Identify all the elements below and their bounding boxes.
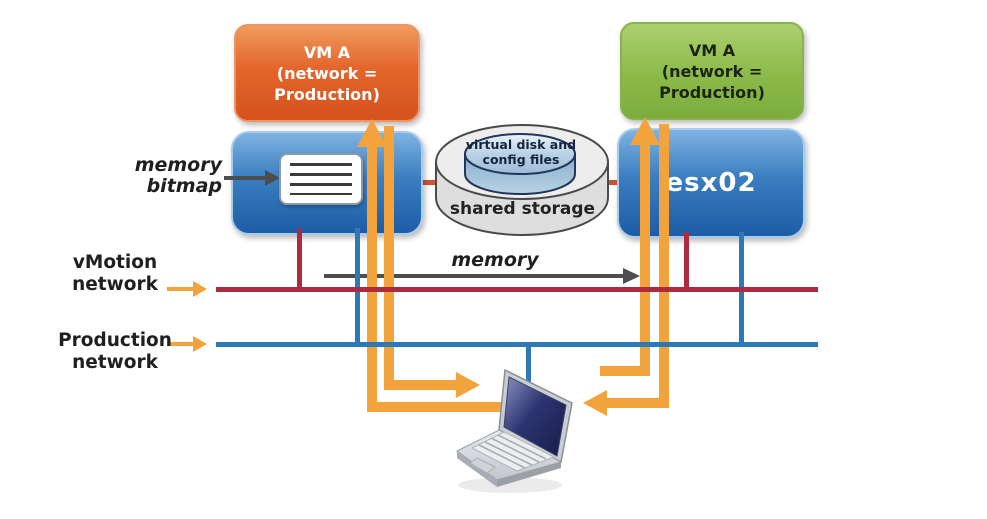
laptop-icon	[456, 368, 573, 493]
shared-storage-cylinder	[435, 124, 609, 236]
downlink-dest-vertical	[659, 124, 669, 408]
memory-bitmap-arrow-line	[224, 176, 267, 180]
production-drop-source	[355, 228, 360, 344]
vm-source-box: VM A (network = Production)	[234, 24, 420, 122]
memory-transfer-arrow-line	[324, 274, 623, 278]
production-network-label: Production network	[58, 330, 172, 373]
production-label-arrow-line	[167, 342, 194, 346]
storage-link-left	[415, 180, 441, 185]
memory-bitmap-lines	[290, 163, 352, 195]
downlink-dest-arrowhead-icon	[583, 390, 607, 416]
downlink-source-horizontal	[384, 380, 457, 390]
vm-destination-box: VM A (network = Production)	[620, 22, 804, 120]
memory-bitmap-arrowhead-icon	[265, 170, 280, 186]
shared-storage-label: shared storage	[449, 199, 596, 219]
vmotion-network-label: vMotion network	[72, 252, 158, 295]
virtual-disk-label: virtual disk and config files	[465, 137, 577, 167]
vmotion-label-arrow-line	[167, 287, 194, 291]
vmotion-drop-dest	[684, 232, 689, 290]
vmotion-drop-source	[297, 228, 302, 290]
uplink-dest-vertical	[640, 144, 650, 376]
esx-destination-label: esx02	[665, 168, 757, 198]
memory-bitmap-label: memory bitmap	[134, 154, 222, 197]
production-network-line	[216, 342, 818, 347]
production-label-arrowhead-icon	[193, 336, 207, 352]
memory-transfer-arrowhead-icon	[623, 268, 640, 284]
storage-link-right	[604, 180, 620, 185]
memory-bitmap-icon	[279, 153, 363, 205]
laptop-network-cable	[526, 344, 531, 392]
downlink-source-arrowhead-icon	[456, 372, 480, 398]
vmotion-network-line	[216, 287, 818, 292]
vmotion-label-arrowhead-icon	[193, 281, 207, 297]
uplink-dest-horizontal	[600, 366, 650, 376]
uplink-source-vertical	[367, 146, 377, 412]
memory-flow-label: memory	[451, 249, 539, 271]
uplink-source-arrowhead-icon	[357, 119, 387, 147]
uplink-dest-arrowhead-icon	[630, 117, 660, 145]
downlink-source-vertical	[384, 126, 394, 390]
uplink-source-horizontal	[367, 402, 503, 412]
downlink-dest-horizontal	[607, 398, 669, 408]
